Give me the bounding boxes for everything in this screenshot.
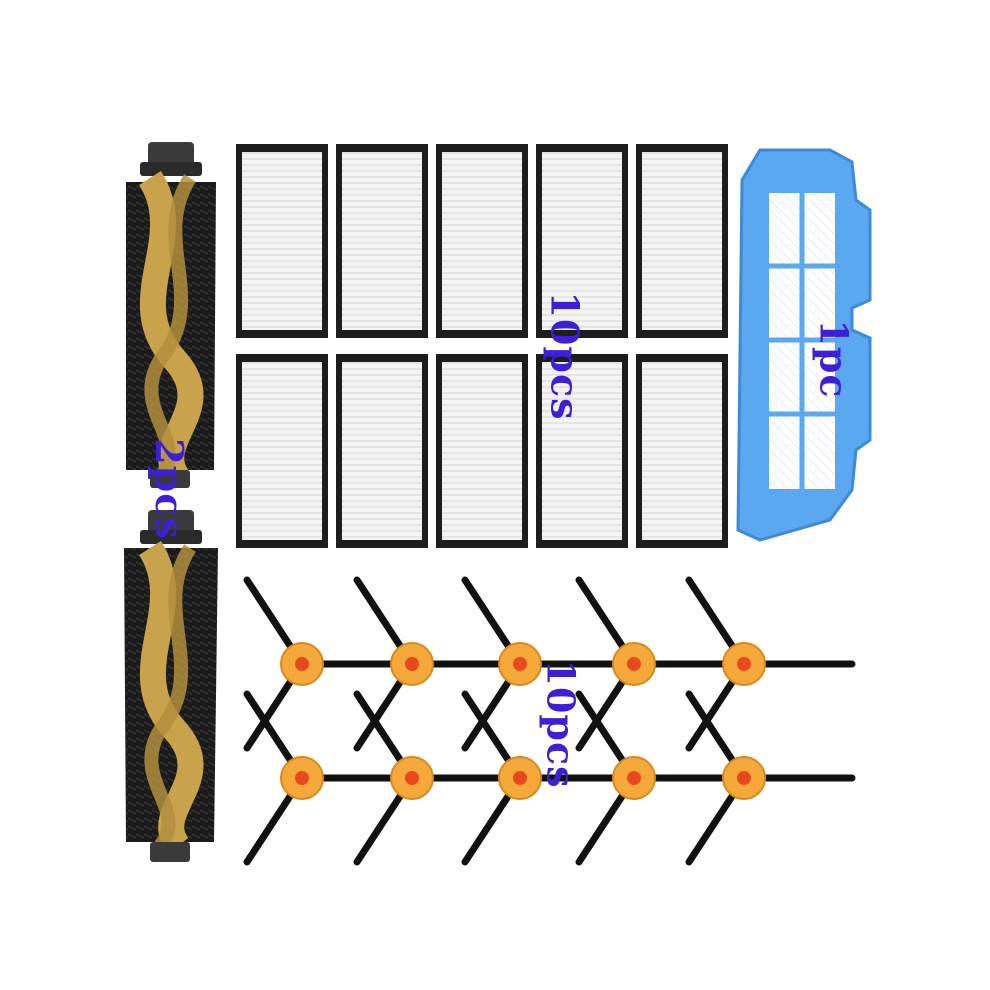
side-brush-7 <box>353 690 524 866</box>
hepa-filter-set <box>236 144 728 548</box>
hepa-filter-2 <box>336 144 428 338</box>
side-brush-3 <box>461 576 632 752</box>
side-brush-8 <box>461 690 632 866</box>
main-roller-brush-2 <box>124 510 218 862</box>
hepa-filter-6 <box>236 354 328 548</box>
side-brush-9 <box>575 690 746 866</box>
side-brush-6 <box>243 690 414 866</box>
roller-quantity-label: 2pcs <box>146 438 192 540</box>
main-roller-brush-1 <box>126 142 216 488</box>
hepa-filter-8 <box>436 354 528 548</box>
hepa-filter-1 <box>236 144 328 338</box>
side-brush-1 <box>243 576 414 752</box>
side-brush-5 <box>685 576 856 752</box>
hepa-filter-5 <box>636 144 728 338</box>
hepa-filter-10 <box>636 354 728 548</box>
hepa-filter-3 <box>436 144 528 338</box>
primary-mesh-filter <box>736 148 872 542</box>
side-brush-set <box>243 576 856 866</box>
hepa-filter-9 <box>536 354 628 548</box>
side-brush-10 <box>685 690 856 866</box>
side-brush-2 <box>353 576 524 752</box>
hepa-filter-4 <box>536 144 628 338</box>
mesh-filter-quantity-label: 1pc <box>811 319 857 399</box>
side-brush-quantity-label: 10pcs <box>538 659 584 789</box>
hepa-filter-7 <box>336 354 428 548</box>
filter-quantity-label: 10pcs <box>542 291 588 421</box>
